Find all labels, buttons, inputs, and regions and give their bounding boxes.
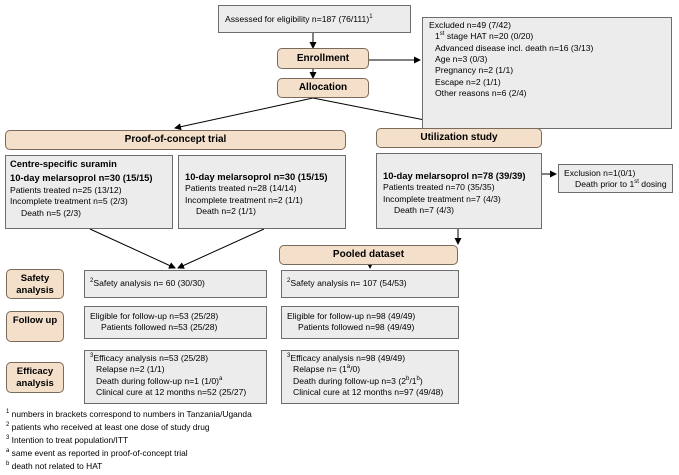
footnote: 1 numbers in brackets correspond to numb… [6, 409, 252, 419]
excluded-item: Pregnancy n=2 (1/1) [435, 65, 514, 76]
efficacy-right-box: 3Efficacy analysis n=98 (49/49) Relapse … [281, 350, 459, 404]
efficacy-left-box: 3Efficacy analysis n=53 (25/28) Relapse … [84, 350, 267, 404]
efficacy-right-relapse: Relapse n= (1a/0) [293, 364, 361, 375]
efficacy-right-title: 3Efficacy analysis n=98 (49/49) [287, 353, 406, 363]
poc-trial-header: Proof-of-concept trial [5, 130, 346, 150]
follow-up-label: Follow up [6, 311, 64, 342]
melarsoprol-poc-title: 10-day melarsoprol n=30 (15/15) [185, 171, 328, 182]
efficacy-right-death: Death during follow-up n=3 (2b/1b) [293, 375, 423, 386]
exclusion-title: Exclusion n=1(0/1) [564, 168, 636, 178]
safety-left-text: 2Safety analysis n= 60 (30/30) [90, 278, 205, 288]
efficacy-left-relapse: Relapse n=2 (1/1) [96, 364, 165, 375]
allocation-label: Allocation [277, 78, 369, 98]
enrollment-label: Enrollment [277, 48, 369, 69]
excluded-item: 1st stage HAT n=20 (0/20) [435, 31, 534, 42]
excluded-title: Excluded n=49 (7/42) [429, 20, 511, 30]
safety-right-box: 2Safety analysis n= 107 (54/53) [281, 270, 459, 298]
melarsoprol-util-treated: Patients treated n=70 (35/35) [383, 182, 495, 193]
melarsoprol-poc-incomplete: Incomplete treatment n=2 (1/1) [185, 194, 303, 205]
melarsoprol-util-title: 10-day melarsoprol n=78 (39/39) [383, 170, 526, 181]
followup-right-eligible: Eligible for follow-up n=98 (49/49) [287, 311, 416, 321]
melarsoprol-util-death: Death n=7 (4/3) [394, 205, 454, 216]
exclusion-detail: Death prior to 1st dosing [575, 179, 667, 190]
followup-left-followed: Patients followed n=53 (25/28) [101, 322, 218, 333]
efficacy-left-death: Death during follow-up n=1 (1/0)a [96, 375, 223, 386]
suramin-incomplete: Incomplete treatment n=5 (2/3) [10, 196, 128, 207]
excluded-item: Escape n=2 (1/1) [435, 76, 501, 87]
footnote: b death not related to HAT [6, 461, 103, 471]
suramin-melarsoprol-title: 10-day melarsoprol n=30 (15/15) [10, 172, 153, 184]
assessed-box: Assessed for eligibility n=187 (76/111)1 [218, 5, 411, 33]
followup-right-followed: Patients followed n=98 (49/49) [298, 322, 415, 333]
footnote: a same event as reported in proof-of-con… [6, 448, 188, 458]
suramin-arm-box: Centre-specific suramin 10-day melarsopr… [5, 155, 173, 229]
suramin-treated: Patients treated n=25 (13/12) [10, 184, 122, 195]
melarsoprol-poc-box: 10-day melarsoprol n=30 (15/15) Patients… [178, 155, 346, 229]
followup-left-eligible: Eligible for follow-up n=53 (25/28) [90, 311, 219, 321]
efficacy-right-cure: Clinical cure at 12 months n=97 (49/48) [293, 387, 444, 398]
suramin-title: Centre-specific suramin [10, 158, 117, 169]
melarsoprol-poc-death: Death n=2 (1/1) [196, 206, 256, 217]
excluded-item: Age n=3 (0/3) [435, 54, 488, 65]
suramin-death: Death n=5 (2/3) [21, 207, 81, 218]
melarsoprol-util-incomplete: Incomplete treatment n=7 (4/3) [383, 193, 501, 204]
followup-right-box: Eligible for follow-up n=98 (49/49) Pati… [281, 306, 459, 339]
excluded-box: Excluded n=49 (7/42) 1st stage HAT n=20 … [422, 17, 672, 129]
safety-analysis-label: Safety analysis [6, 269, 64, 299]
efficacy-analysis-label: Efficacy analysis [6, 362, 64, 393]
excluded-item: Advanced disease incl. death n=16 (3/13) [435, 42, 594, 53]
exclusion-box: Exclusion n=1(0/1) Death prior to 1st do… [558, 164, 673, 193]
safety-right-text: 2Safety analysis n= 107 (54/53) [287, 278, 407, 288]
followup-left-box: Eligible for follow-up n=53 (25/28) Pati… [84, 306, 267, 339]
utilization-study-header: Utilization study [376, 128, 542, 148]
footnote: 3 Intention to treat population/ITT [6, 435, 129, 445]
pooled-dataset-label: Pooled dataset [279, 245, 458, 265]
assessed-sup: 1 [369, 14, 373, 21]
melarsoprol-poc-treated: Patients treated n=28 (14/14) [185, 183, 297, 194]
efficacy-left-title: 3Efficacy analysis n=53 (25/28) [90, 353, 209, 363]
efficacy-left-cure: Clinical cure at 12 months n=52 (25/27) [96, 387, 247, 398]
melarsoprol-util-box: 10-day melarsoprol n=78 (39/39) Patients… [376, 153, 542, 229]
excluded-item: Other reasons n=6 (2/4) [435, 88, 527, 99]
footnote: 2 patients who received at least one dos… [6, 422, 210, 432]
safety-left-box: 2Safety analysis n= 60 (30/30) [84, 270, 267, 298]
assessed-text: Assessed for eligibility n=187 (76/111) [225, 14, 370, 24]
